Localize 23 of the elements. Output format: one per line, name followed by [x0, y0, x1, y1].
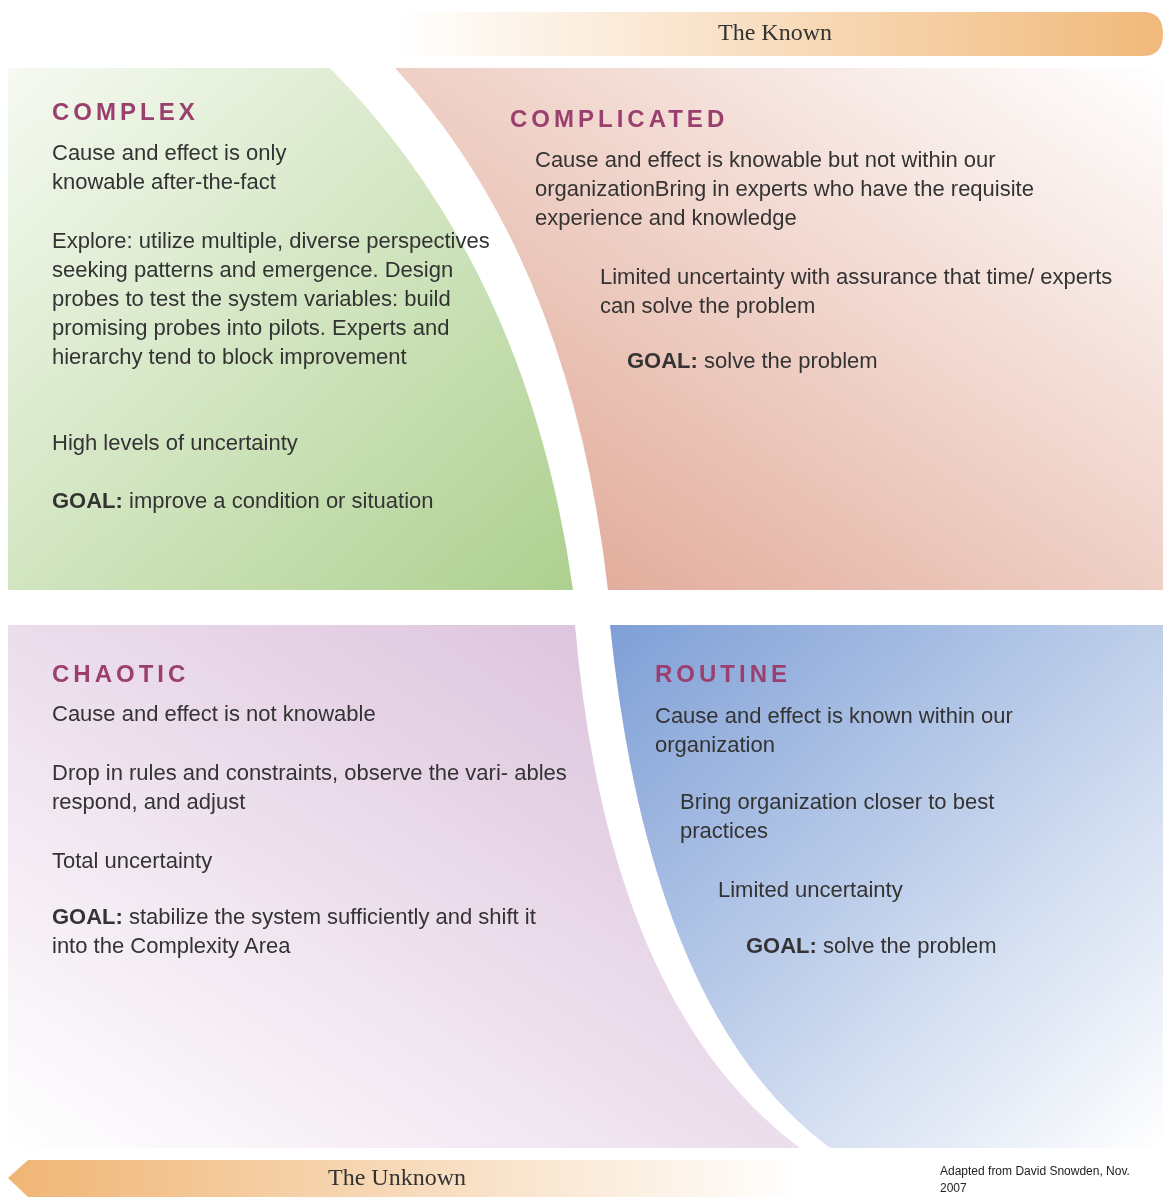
description-text: Bring organization closer to best practices — [680, 788, 996, 845]
description-text: Explore: utilize multiple, diverse perspectives seeking patterns and emergence. Design probes to test the system variables: build promising probes into pilots. Experts and hierarchy tend to block improvement — [52, 227, 491, 371]
description-text: GOAL: solve the problem — [746, 932, 998, 960]
quadrant-heading: COMPLICATED — [510, 105, 730, 133]
quadrant-heading: COMPLEX — [52, 98, 200, 126]
description-text: High levels of uncertainty — [52, 429, 299, 457]
band-label: The Known — [718, 19, 832, 46]
description-text: Limited uncertainty with assurance that time/ experts can solve the problem — [600, 263, 1114, 320]
band-label: The Unknown — [328, 1164, 466, 1191]
description-text: Cause and effect is not knowable — [52, 700, 377, 728]
quadrant-heading: CHAOTIC — [52, 660, 191, 688]
description-text: Limited uncertainty — [718, 876, 904, 904]
description-text: Drop in rules and constraints, observe the vari- ables respond, and adjust — [52, 759, 568, 816]
description-text: GOAL: stabilize the system sufficiently and shift it into the Complexity Area — [52, 903, 537, 960]
quadrant-panel — [610, 625, 1163, 1148]
quadrant-heading: ROUTINE — [655, 660, 792, 688]
description-text: GOAL: solve the problem — [627, 347, 879, 375]
description-text: GOAL: improve a condition or situation — [52, 487, 435, 515]
description-text: Cause and effect is known within our organization — [655, 702, 1014, 759]
description-text: Cause and effect is knowable but not within our organizationBring in experts who have the requisite experience and knowledge — [535, 146, 1035, 232]
description-text: Cause and effect is only knowable after-the-fact — [52, 139, 288, 196]
description-text: Total uncertainty — [52, 847, 214, 875]
source-note: Adapted from David Snowden, Nov. 2007 — [940, 1163, 1131, 1197]
